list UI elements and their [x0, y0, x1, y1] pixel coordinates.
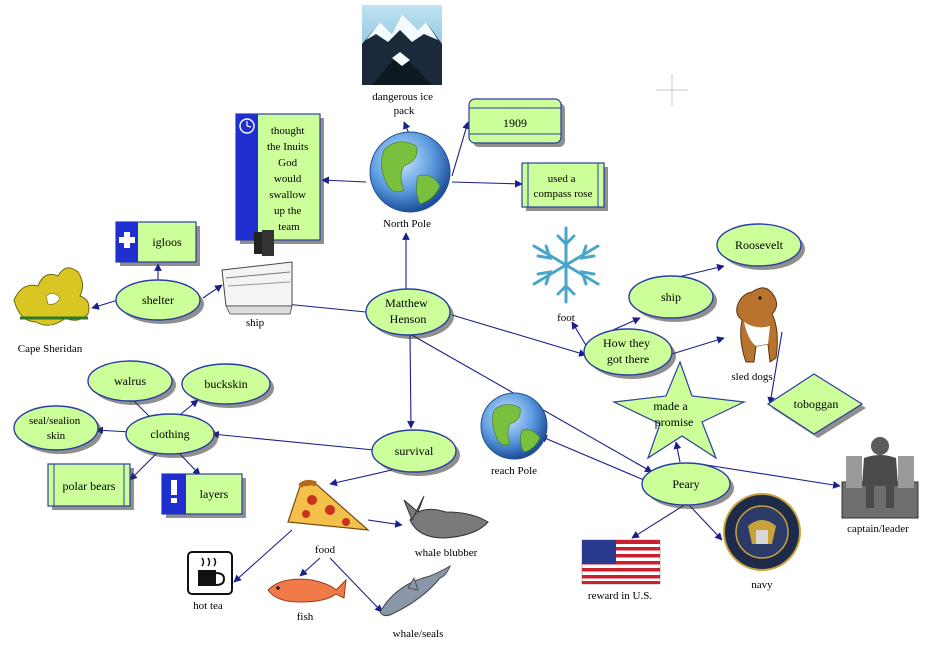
node-shelter-label: shelter: [142, 293, 174, 307]
dog-icon: [736, 287, 778, 363]
link-food-hottea: [233, 529, 293, 583]
node-clothing-label: clothing: [150, 427, 189, 441]
hot-tea-label: hot tea: [193, 600, 223, 612]
node-henson-label: Matthew Henson: [385, 296, 431, 326]
node-igloos-label: igloos: [152, 235, 182, 249]
node-buckskin-label: buckskin: [204, 377, 247, 391]
node-buckskin[interactable]: buckskin: [181, 363, 274, 408]
link-food-fish: [299, 557, 321, 577]
node-compass-rose[interactable]: used a compass rose: [521, 162, 608, 211]
link-howthey-sleddogs: [671, 336, 725, 355]
link-peary-captain: [699, 463, 841, 489]
node-made-a-promise[interactable]: made a promise: [611, 360, 747, 460]
node-compass-label: used a compass rose: [534, 173, 593, 200]
node-seal-skin-label: seal/sealion skin: [29, 415, 83, 442]
link-henson-ship: [284, 303, 367, 313]
node-seal-skin[interactable]: seal/sealion skin: [13, 405, 102, 454]
node-inuit-god[interactable]: thought the Inuits God would swallow up …: [235, 113, 324, 244]
node-polar-bears[interactable]: polar bears: [47, 463, 134, 510]
link-survival-clothing: [211, 430, 375, 451]
link-sleddogs-toboggan: [767, 331, 783, 405]
dolphin-icon: [379, 564, 452, 617]
node-toboggan-label: toboggan: [794, 397, 839, 411]
north-pole-label: North Pole: [383, 218, 431, 230]
sled-dogs-label: sled dogs: [731, 371, 772, 383]
link-food-whaleseals: [329, 557, 383, 613]
whale-seals-label: whale/seals: [393, 628, 444, 640]
link-shelter-cape: [91, 299, 119, 310]
globe-icon: [480, 392, 548, 460]
us-flag-icon: [581, 539, 661, 585]
teacup-icon: [187, 551, 233, 595]
link-henson-survival: [407, 333, 415, 429]
foot-label: foot: [557, 312, 575, 324]
link-survival-food: [329, 469, 393, 487]
link-ship-roosevelt: [673, 263, 725, 279]
node-matthew-henson[interactable]: Matthew Henson: [365, 288, 454, 339]
node-promise-label: made a promise: [653, 399, 693, 429]
exclamation-icon: [171, 480, 177, 503]
node-1909[interactable]: 1909: [468, 98, 565, 147]
fish-label: fish: [297, 611, 314, 623]
node-igloos[interactable]: igloos: [115, 221, 200, 266]
node-peary-label: Peary: [672, 477, 699, 491]
node-inuit-god-label: thought the Inuits God would swallow up …: [267, 125, 311, 233]
food-label: food: [315, 544, 336, 556]
node-1909-label: 1909: [503, 116, 527, 130]
node-polar-bears-label: polar bears: [63, 479, 116, 493]
crosshair-cursor: [656, 74, 688, 106]
link-peary-promise: [673, 441, 682, 463]
node-peary[interactable]: Peary: [641, 462, 734, 509]
link-northpole-1909: [451, 121, 470, 177]
canada-map-icon: [13, 267, 90, 326]
cross-icon: [119, 232, 135, 248]
reach-pole-label: reach Pole: [491, 465, 537, 477]
clock-icon: [239, 118, 255, 134]
node-how-they-got-there[interactable]: How they got there: [583, 328, 676, 379]
node-layers[interactable]: layers: [161, 473, 246, 518]
node-roosevelt-label: Roosevelt: [735, 238, 784, 252]
link-henson-howthey: [451, 314, 587, 357]
node-walrus[interactable]: walrus: [87, 360, 176, 405]
link-peary-navy: [689, 505, 723, 541]
link-food-whaleblubber: [367, 519, 403, 528]
whale-blubber-label: whale blubber: [415, 547, 478, 559]
node-toboggan[interactable]: toboggan: [766, 373, 866, 438]
captain-leader-label: captain/leader: [847, 523, 909, 535]
fish-icon: [267, 578, 347, 603]
lincoln-statue-icon: [841, 437, 919, 519]
seal-icon: [723, 493, 801, 571]
node-ship[interactable]: ship: [628, 275, 717, 322]
link-northpole-inuitgod: [321, 176, 367, 185]
ship-icon: [221, 230, 293, 315]
node-survival-label: survival: [395, 444, 434, 458]
ship-image-label: ship: [246, 317, 265, 329]
link-clothing-polarbears: [129, 451, 159, 481]
node-clothing[interactable]: clothing: [125, 413, 218, 458]
globe-icon: [369, 131, 451, 213]
link-northpole-compass: [451, 179, 523, 188]
node-shelter[interactable]: shelter: [115, 279, 204, 324]
node-roosevelt[interactable]: Roosevelt: [716, 223, 805, 270]
pizza-icon: [287, 479, 370, 531]
snowflake-icon: [532, 226, 600, 304]
links: [91, 121, 841, 613]
mountain-icon: [362, 5, 442, 85]
link-peary-reward: [631, 503, 687, 539]
cape-sheridan-label: Cape Sheridan: [18, 343, 83, 355]
navy-label: navy: [751, 579, 773, 591]
node-ship-label: ship: [661, 290, 681, 304]
node-layers-label: layers: [200, 487, 229, 501]
node-walrus-label: walrus: [114, 374, 146, 388]
whale-icon: [403, 495, 489, 539]
icepack-label: dangerous ice pack: [372, 91, 436, 117]
link-ship-shelter: [202, 284, 223, 299]
link-peary-reachpole: [539, 435, 645, 481]
node-survival[interactable]: survival: [371, 429, 460, 476]
node-how-they-label: How they got there: [603, 336, 653, 366]
reward-label: reward in U.S.: [588, 590, 652, 602]
